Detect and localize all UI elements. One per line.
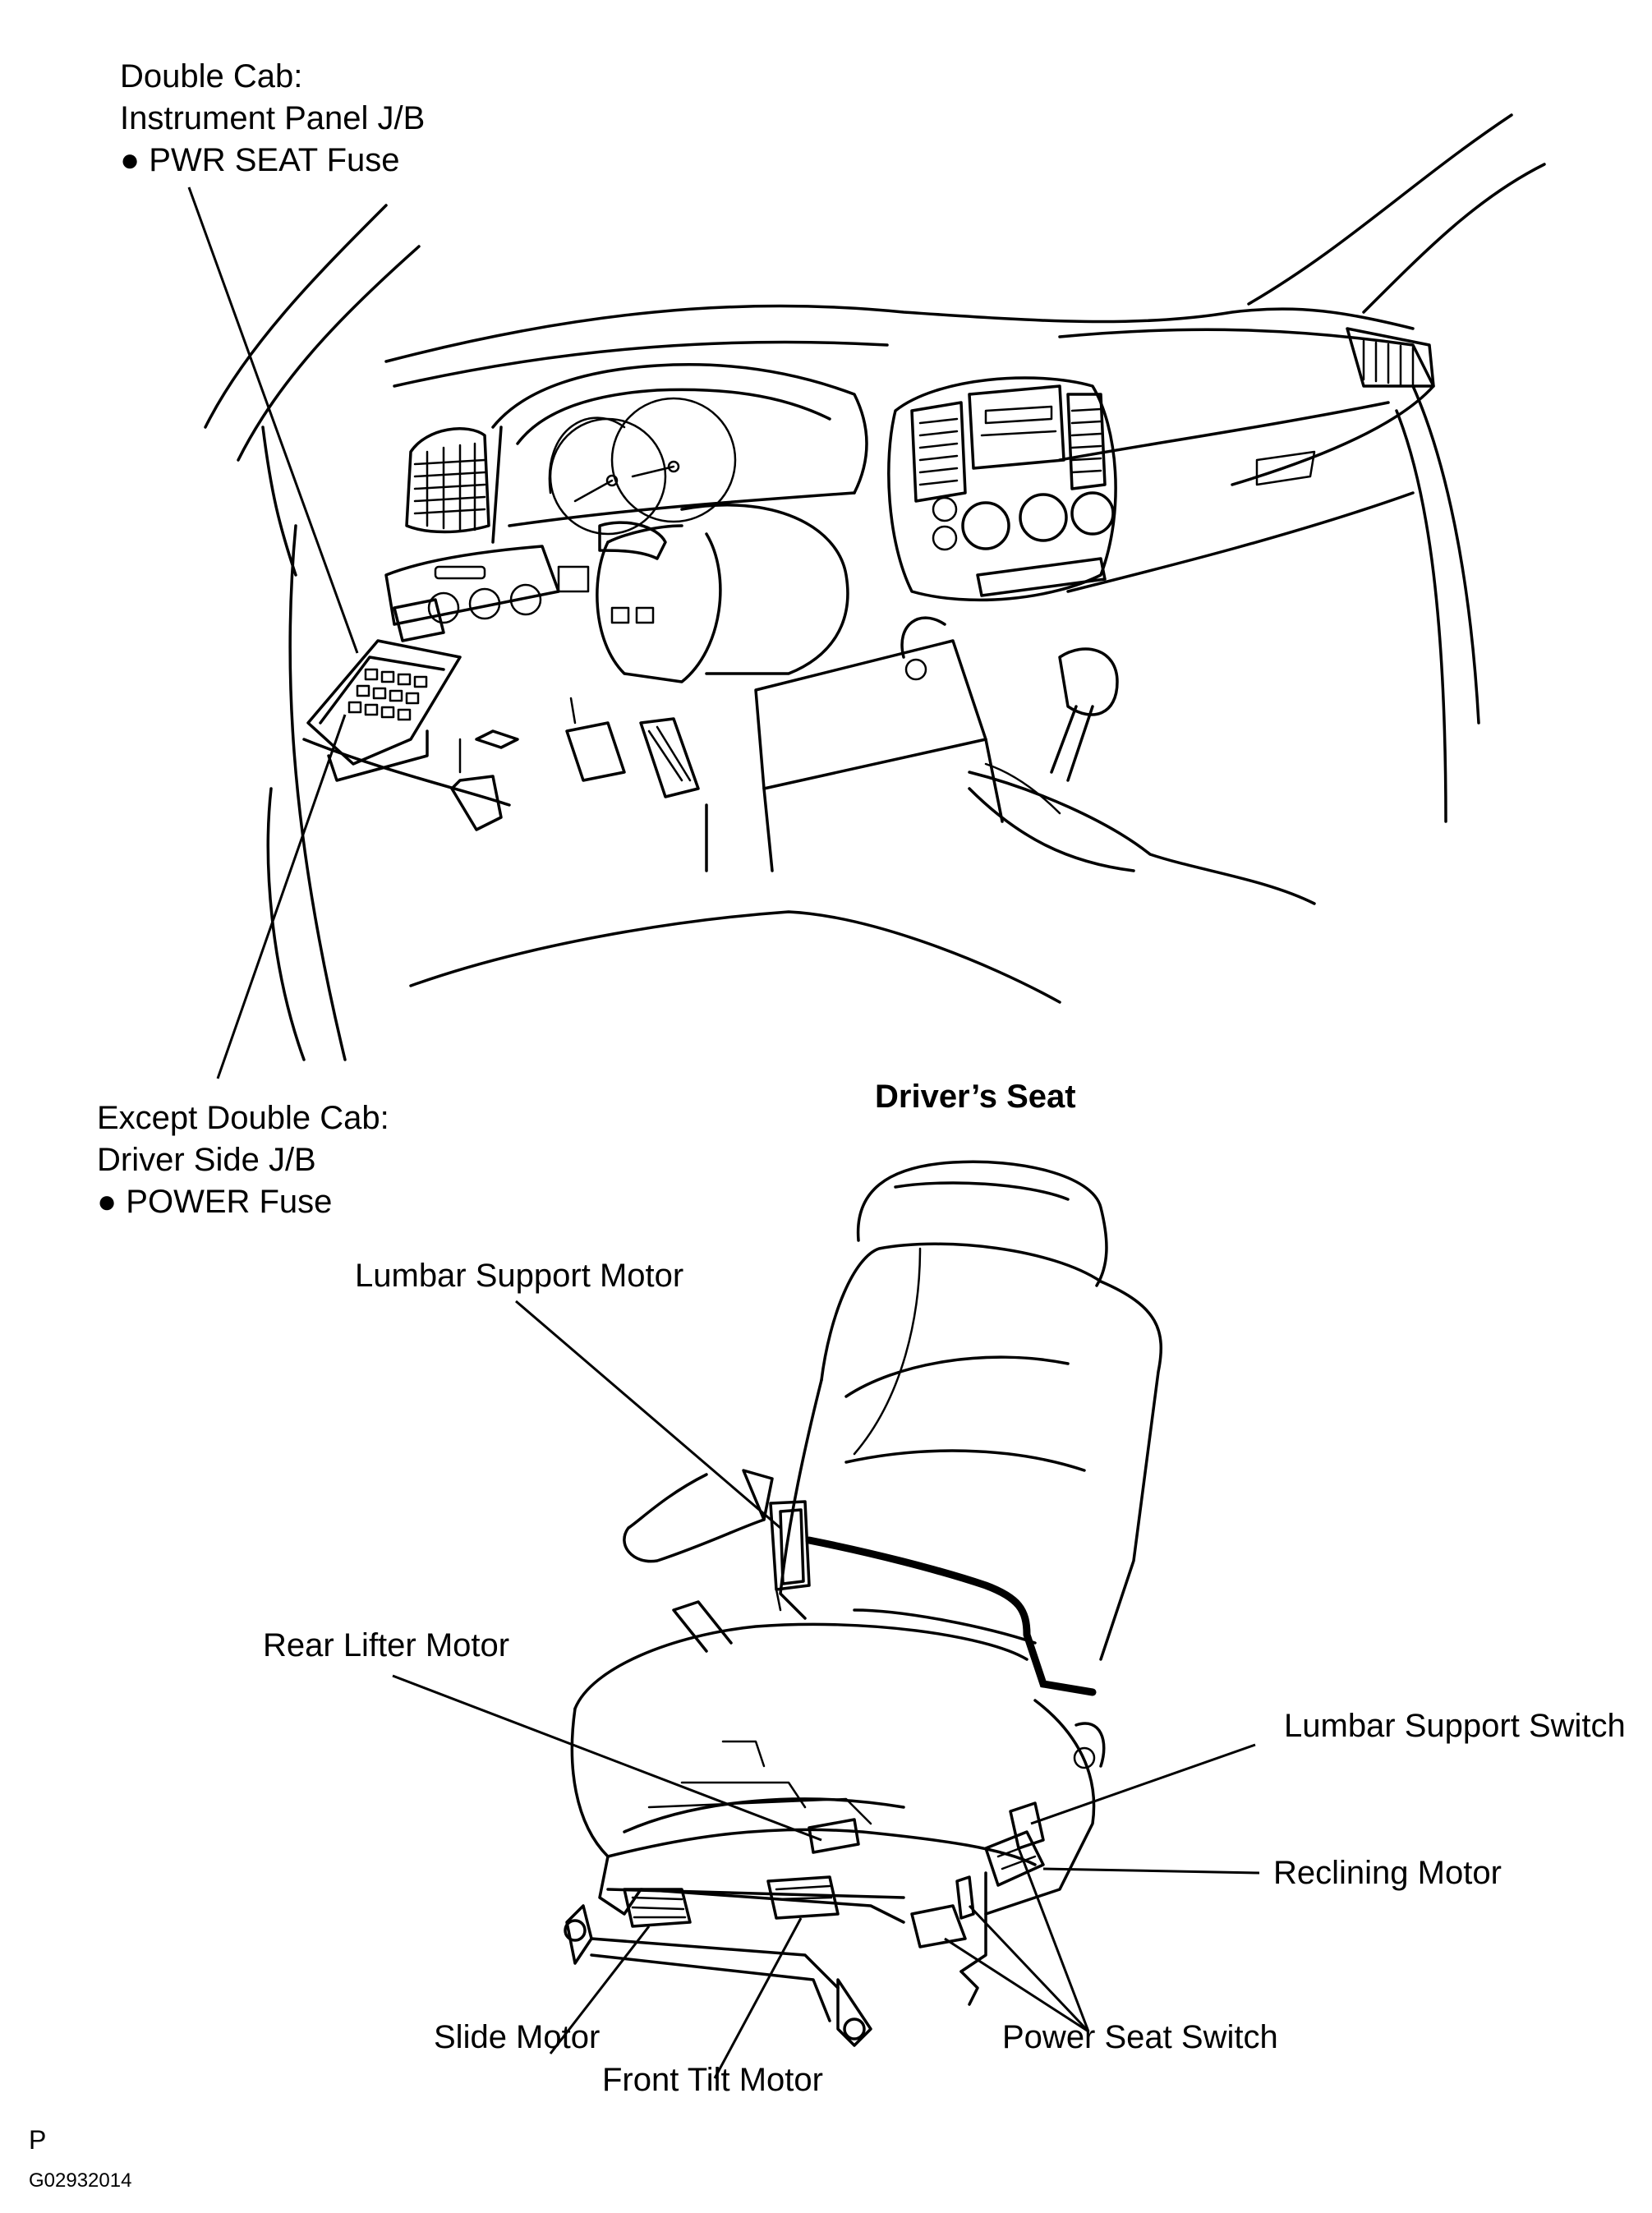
seat-leader-lines: [392, 1300, 1260, 2079]
lumbar-support-switch-leader: [1030, 1743, 1256, 1825]
seat-illustration: [564, 1160, 1162, 2047]
double-cab-label-line-2: Instrument Panel J/B: [120, 100, 426, 137]
double-cab-label-line-3: ● PWR SEAT Fuse: [120, 142, 400, 179]
rear-lifter-motor-leader: [392, 1674, 822, 1842]
double-cab-label-line-1: Double Cab:: [120, 58, 303, 94]
power-seat-switch-label: Power Seat Switch: [1002, 2019, 1278, 2055]
lumbar-support-switch-label: Lumbar Support Switch: [1284, 1708, 1626, 1744]
figure-code: G02932014: [29, 2169, 132, 2192]
front-tilt-motor-label: Front Tilt Motor: [602, 2062, 823, 2098]
lumbar-support-motor-leader: [515, 1300, 781, 1530]
except-double-cab-label-line-3: ● POWER Fuse: [97, 1184, 333, 1221]
except-double-cab-label-line-1: Except Double Cab:: [97, 1100, 389, 1136]
power-seat-switch-leader-3: [1017, 1847, 1090, 2032]
except-double-cab-leader-line: [216, 714, 347, 1079]
double-cab-leader-line: [187, 186, 359, 654]
dashboard-illustration: [204, 113, 1546, 1061]
front-tilt-motor-leader: [713, 1917, 803, 2079]
reclining-motor-label: Reclining Motor: [1273, 1855, 1502, 1891]
lumbar-support-motor-label: Lumbar Support Motor: [355, 1258, 684, 1294]
rear-lifter-motor-label: Rear Lifter Motor: [263, 1627, 510, 1663]
except-double-cab-label-line-2: Driver Side J/B: [97, 1142, 316, 1179]
double-cab-label: Double Cab: Instrument Panel J/B ● PWR S…: [120, 56, 425, 182]
seat-title: Driver’s Seat: [875, 1079, 1076, 1115]
power-seat-switch-leader-2: [968, 1904, 1090, 2033]
power-seat-switch-leader-1: [944, 1937, 1089, 2033]
footer-letter: P: [29, 2125, 47, 2155]
except-double-cab-label: Except Double Cab: Driver Side J/B ● POW…: [97, 1097, 389, 1224]
slide-motor-leader: [549, 1925, 651, 2054]
slide-motor-label: Slide Motor: [434, 2019, 601, 2055]
reclining-motor-leader: [1042, 1867, 1260, 1875]
